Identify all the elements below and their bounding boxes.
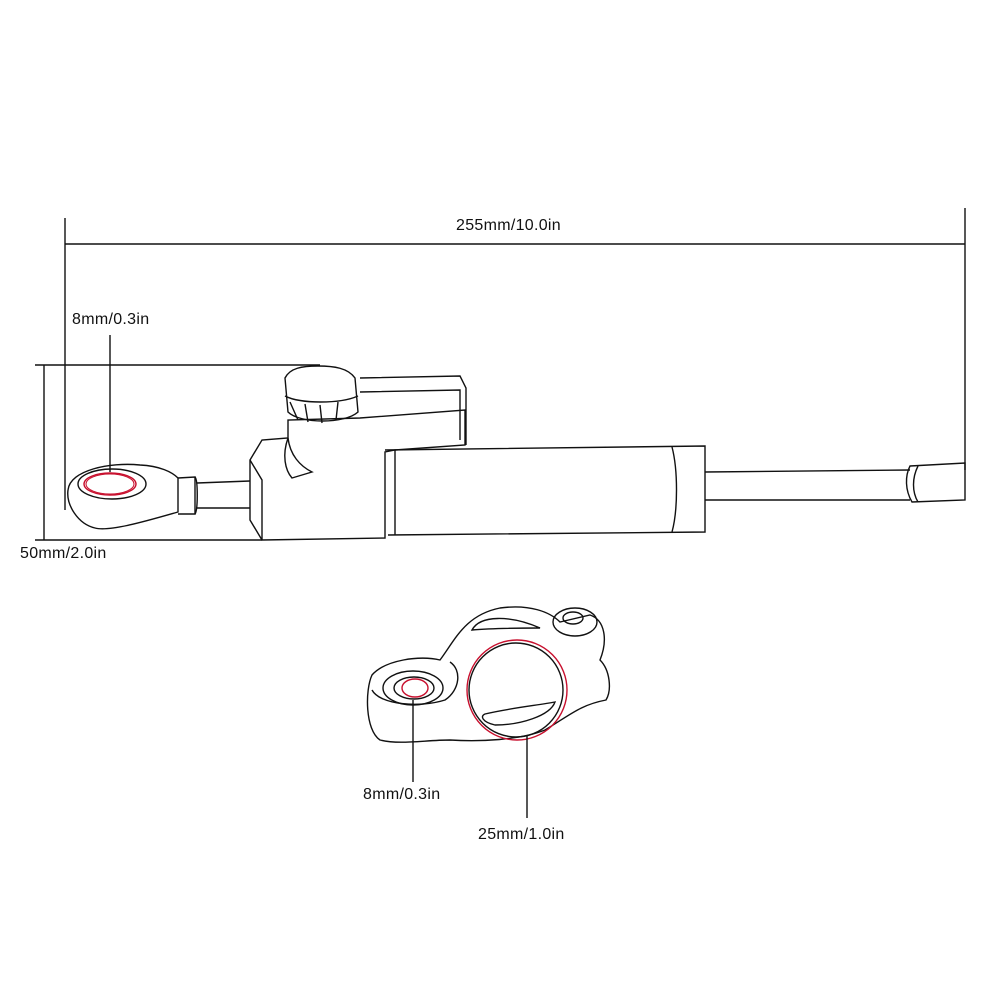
height-dimension-lines <box>35 364 320 541</box>
clamp-hole-label: 8mm/0.3in <box>363 786 441 803</box>
length-dimension-lines <box>64 208 966 510</box>
overall-length-label: 255mm/10.0in <box>456 217 561 234</box>
mounting-clamp <box>366 606 611 743</box>
steering-damper <box>67 365 966 541</box>
rod-end-hole-label: 8mm/0.3in <box>72 311 150 328</box>
clamp-bore-label: 25mm/1.0in <box>478 826 565 843</box>
height-label: 50mm/2.0in <box>20 545 107 562</box>
